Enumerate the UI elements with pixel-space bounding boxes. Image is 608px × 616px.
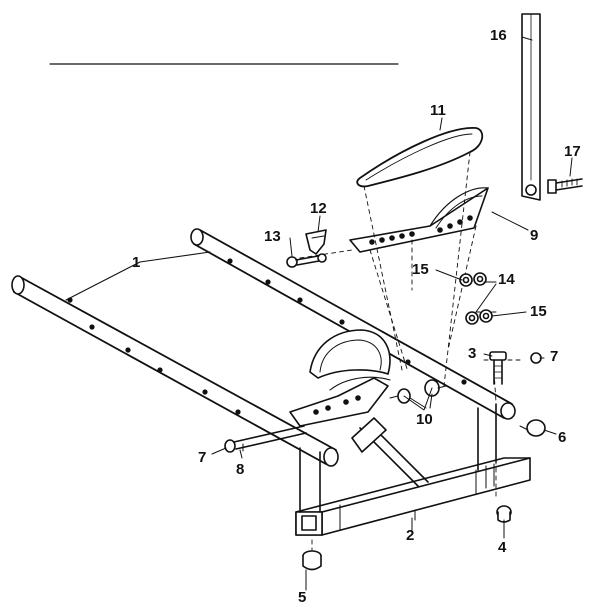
callout-12: 12 xyxy=(310,200,327,217)
callout-10: 10 xyxy=(416,411,433,428)
center-support xyxy=(351,417,429,487)
callout-13: 13 xyxy=(264,228,281,245)
part-8-axle xyxy=(224,425,307,453)
callout-17: 17 xyxy=(564,143,581,160)
part-5-foot xyxy=(302,550,322,571)
callout-15-right: 15 xyxy=(530,303,547,320)
lower-pedal-assembly xyxy=(289,329,391,427)
leader-1 xyxy=(65,251,211,301)
part-11-pedal-pad xyxy=(356,127,484,188)
callout-7-right: 7 xyxy=(550,348,558,365)
part-10-bushings xyxy=(389,379,447,411)
leader-lines xyxy=(211,36,573,591)
callout-7-left: 7 xyxy=(198,449,206,466)
callout-8: 8 xyxy=(236,461,244,478)
callout-6: 6 xyxy=(558,429,566,446)
callout-5: 5 xyxy=(298,589,306,606)
callout-1: 1 xyxy=(132,254,140,271)
part-17-bolt xyxy=(547,178,583,194)
part-14-15-hardware xyxy=(459,272,493,325)
base-uprights xyxy=(299,403,497,513)
part-12-clip xyxy=(305,229,327,255)
part-16-strap xyxy=(521,13,541,201)
callout-16: 16 xyxy=(490,27,507,44)
part-3-bolt xyxy=(489,351,507,385)
part-9-pedal-bracket xyxy=(349,187,489,253)
callout-3: 3 xyxy=(468,345,476,362)
callout-11: 11 xyxy=(430,102,446,119)
part-1-left-rail xyxy=(11,275,339,467)
assembly-guides xyxy=(299,151,521,553)
part-13-screw xyxy=(286,253,327,268)
callout-9: 9 xyxy=(530,227,538,244)
callout-2: 2 xyxy=(406,527,414,544)
callout-14: 14 xyxy=(498,271,515,288)
part-6-end-cap xyxy=(519,419,546,437)
callout-4: 4 xyxy=(498,539,507,556)
callout-15-left: 15 xyxy=(412,261,429,278)
part-2-base-tube xyxy=(295,457,531,536)
